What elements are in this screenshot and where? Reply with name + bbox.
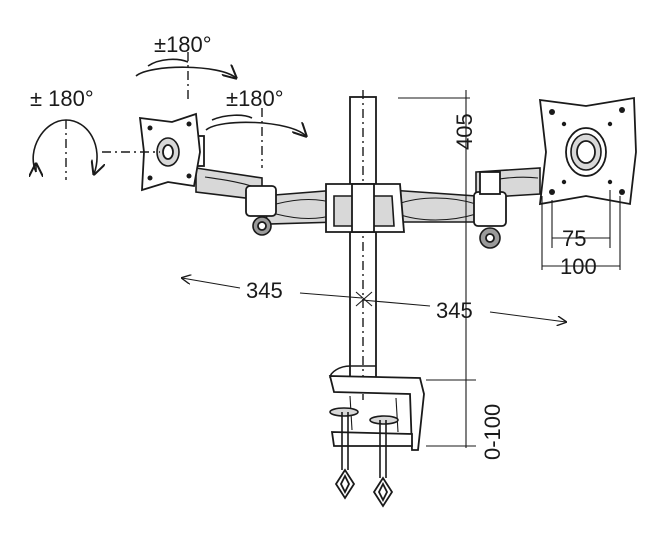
rotation-top-label: ±180° [154, 32, 212, 57]
reach-right-label: 345 [436, 298, 473, 323]
reach-dimensions: 345 345 [182, 278, 566, 323]
vesa-small-label: 75 [562, 226, 586, 251]
rotation-left-label: ± 180° [30, 86, 94, 111]
height-label: 405 [452, 113, 477, 150]
clamp-range-label: 0-100 [480, 404, 505, 460]
reach-left-label: 345 [246, 278, 283, 303]
rotation-arrow-top [135, 52, 236, 100]
left-arm [189, 135, 339, 236]
rotation-arrow-left [33, 119, 97, 180]
rotation-arrow-arm [205, 108, 306, 168]
vesa-large-label: 100 [560, 254, 597, 279]
right-vesa-plate [538, 96, 637, 206]
height-dimension: 405 0-100 [398, 90, 505, 460]
desk-clamp [328, 365, 425, 508]
vesa-dimensions: 75 100 [541, 190, 621, 279]
arm-hub [325, 183, 405, 233]
pole [349, 90, 377, 400]
rotation-arm-label: ±180° [226, 86, 284, 111]
left-vesa-plate [102, 112, 201, 192]
right-arm [389, 167, 541, 249]
